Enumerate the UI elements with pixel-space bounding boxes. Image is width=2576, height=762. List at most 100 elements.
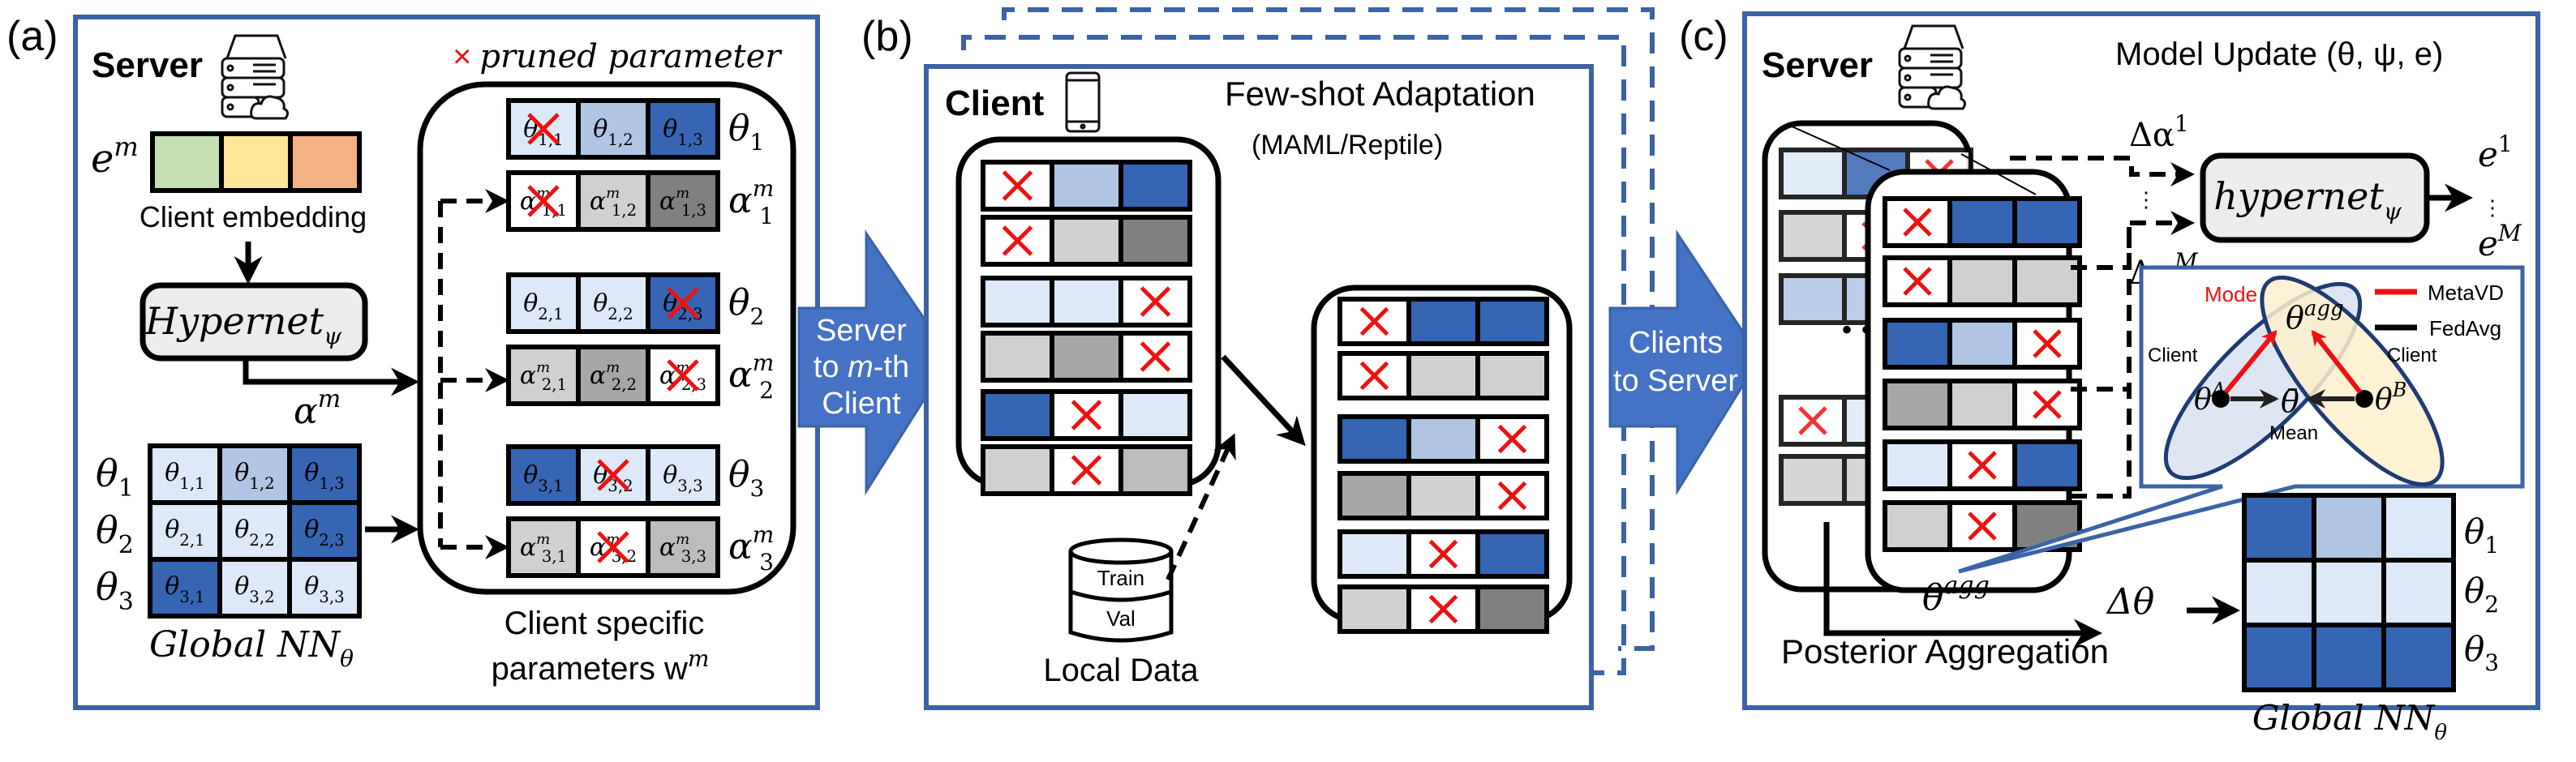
param-cell-label: θ1,2 — [593, 115, 633, 149]
param-cell — [1475, 529, 1549, 579]
global-param-cell — [2312, 493, 2386, 563]
param-cell — [1406, 297, 1480, 346]
few-shot-title: Few-shot Adaptation — [1225, 75, 1535, 113]
hypernet-label: Hypernetψ — [144, 299, 342, 349]
clients-to-server-arrow: Clients to Server — [1608, 229, 1762, 496]
param-cell — [1947, 379, 2017, 430]
client-row-label: θ2 — [728, 282, 764, 330]
mean-label: Mean — [2269, 422, 2318, 444]
pruned-x-icon — [2033, 390, 2062, 419]
embedding-cell-1 — [150, 131, 224, 193]
global-row-label-3: θ3 — [96, 565, 134, 616]
hypernet-box[interactable]: Hypernetψ — [140, 282, 368, 362]
zoom-line-top — [1789, 125, 1891, 171]
param-cell — [1406, 351, 1480, 400]
pruned-x-icon — [1903, 208, 1932, 237]
dots-vertical: ⋮ — [2136, 188, 2157, 212]
client-param-cell — [576, 444, 650, 506]
pruned-x-icon — [1428, 539, 1458, 569]
db-train-label: Train — [1097, 566, 1144, 590]
pruned-x-icon — [1428, 594, 1458, 624]
param-cell — [1337, 584, 1411, 634]
pruned-x-icon — [1968, 512, 1997, 541]
svg-text:Clients: Clients — [1629, 326, 1723, 360]
aggregation-arrow — [1823, 522, 2102, 648]
param-cell-label: θ2,1 — [165, 516, 205, 550]
param-cell — [1337, 471, 1411, 520]
global-param-cell — [2312, 623, 2386, 692]
panel-a-label: (a) — [6, 13, 58, 60]
client-stack-front — [1883, 196, 2082, 552]
global-param-cell — [2242, 493, 2316, 563]
global-c-row-label-3: θ3 — [2464, 629, 2499, 676]
client-param-cell — [576, 170, 650, 232]
global-c-row-label-2: θ2 — [2464, 571, 2499, 618]
client-embedding-vector — [150, 131, 362, 193]
theta-agg-inset: θagg — [2286, 297, 2344, 336]
pruned-x-icon — [1359, 306, 1389, 336]
param-cell — [1475, 584, 1549, 634]
param-cell-label: θ1,3 — [304, 459, 345, 493]
local-data-database-icon — [1068, 537, 1174, 643]
few-shot-subtitle: (MAML/Reptile) — [1252, 130, 1443, 161]
param-cell-label: θ2,2 — [234, 516, 275, 550]
param-cell-label: θ3,1 — [523, 461, 564, 495]
pruned-x-icon — [597, 531, 629, 563]
model-update-title: Model Update (θ, ψ, e) — [2115, 36, 2443, 72]
hypernet-to-client-params-arrow — [243, 360, 419, 396]
pruned-x-icon — [1071, 400, 1102, 430]
global-param-cell — [2381, 493, 2456, 563]
smartphone-icon — [1065, 71, 1101, 133]
local-data-caption: Local Data — [1043, 653, 1199, 688]
pruned-x-icon — [667, 287, 699, 319]
param-cell — [1883, 379, 1952, 430]
param-cell — [1947, 439, 2017, 491]
posterior-inset: Mode θagg Client Client θA θB θ̄ Mean Me… — [2148, 275, 2504, 487]
hypernet-box-c[interactable]: hypernetψ — [2200, 152, 2430, 243]
global-nn-matrix-c — [2242, 493, 2456, 692]
global-row-label-1: θ1 — [96, 452, 134, 503]
global-param-cell — [2242, 558, 2316, 627]
global-param-cell — [148, 557, 222, 619]
client-params-after — [1337, 297, 1549, 634]
pruned-x-icon — [527, 185, 560, 217]
global-c-row-label-1: θ1 — [2464, 512, 2499, 559]
pruned-x-icon — [1002, 170, 1033, 201]
metavd-arrow-a — [2223, 330, 2278, 394]
param-cell — [1883, 439, 1952, 491]
param-cell — [1779, 273, 1847, 325]
delta-alpha-dash-bus-top — [2010, 156, 2195, 186]
param-cell — [1947, 196, 2017, 248]
adaptation-arrow — [1221, 354, 1306, 447]
param-cell — [2012, 196, 2082, 248]
pruned-x-icon — [1903, 267, 1932, 296]
client-specific-rows: θ1,1θ1,2θ1,3θ1αm1,1αm1,2αm1,3αm1θ2,1θ2,2… — [506, 98, 774, 578]
server-to-client-arrow: Server to m-th Client — [797, 229, 952, 496]
param-cell — [1337, 414, 1411, 464]
client-row-label: θ1 — [728, 108, 764, 156]
theta-agg-label: θagg — [1922, 572, 1990, 619]
param-cell-label: θ2,1 — [523, 289, 564, 323]
client-row-label: θ3 — [728, 454, 764, 502]
pruned-x-icon — [1140, 286, 1171, 317]
client-stack-frame-back — [1002, 7, 1655, 651]
panel-a-title: Server — [92, 45, 203, 85]
panel-c-label: (c) — [1679, 13, 1728, 60]
pruned-x-icon — [1497, 424, 1527, 454]
delta-alpha-dash-bus — [2071, 211, 2195, 270]
client-param-cell — [646, 98, 720, 160]
param-cell — [2012, 255, 2082, 307]
embedding-cell-3 — [288, 131, 362, 193]
theta-b-label: θB — [2375, 379, 2406, 417]
global-param-cell — [2242, 623, 2316, 692]
pruned-x-icon — [667, 359, 699, 392]
embedding-symbol: em — [91, 131, 139, 182]
svg-text:to m-th: to m-th — [814, 350, 909, 384]
eM-label: eM — [2478, 220, 2522, 263]
global-param-cell — [2381, 558, 2456, 627]
